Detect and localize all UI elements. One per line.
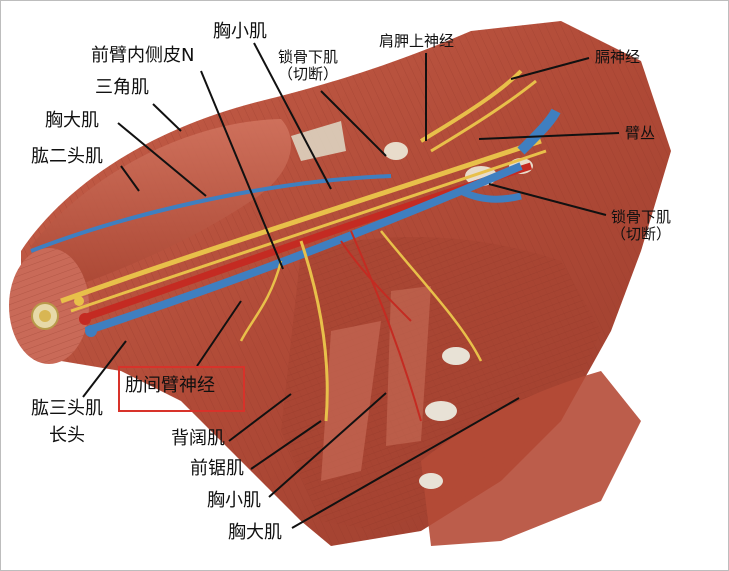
label-triceps-long-head-line2: 长头 [49, 424, 85, 446]
label-serratus-anterior: 前锯肌 [190, 458, 244, 479]
label-subclavius-right: 锁骨下肌 （切断） [611, 208, 672, 244]
leader-lines [82, 42, 620, 529]
leader-pectoralis-major-bottom [291, 397, 520, 529]
label-subclavius-right-line1: 锁骨下肌 [611, 208, 672, 226]
label-medial-antebrachial-cutaneous: 前臂内侧皮N [91, 45, 195, 66]
label-pectoralis-major-bottom: 胸大肌 [228, 522, 282, 543]
label-subclavius-top-line1: 锁骨下肌 [278, 48, 339, 66]
label-intercostobrachial-nerve: 肋间臂神经 [125, 375, 215, 396]
leader-deltoid [152, 103, 182, 132]
label-biceps: 肱二头肌 [31, 146, 103, 167]
leader-latissimus-dorsi [228, 393, 292, 442]
label-deltoid: 三角肌 [95, 77, 149, 98]
label-pectoralis-major-top: 胸大肌 [45, 110, 99, 131]
leader-serratus-anterior [250, 420, 322, 470]
leader-biceps [120, 165, 140, 192]
leader-medial-antebrachial-cutaneous [200, 70, 284, 270]
leader-subclavius-top [320, 90, 387, 157]
leader-phrenic-nerve [510, 57, 590, 80]
leader-pectoralis-minor-bottom [268, 392, 387, 498]
arm-cross-section [9, 248, 97, 364]
label-suprascapular-nerve: 肩胛上神经 [379, 32, 455, 50]
leader-pectoralis-major-top [117, 122, 207, 197]
leader-triceps-long-head [82, 340, 127, 398]
label-pectoralis-minor-top: 胸小肌 [213, 21, 267, 42]
leader-brachial-plexus [478, 132, 620, 140]
label-triceps-long-head-line1: 肱三头肌 [31, 398, 103, 419]
highlight-box [118, 366, 245, 412]
label-subclavius-right-line2: （切断） [611, 225, 672, 244]
label-pectoralis-minor-bottom: 胸小肌 [207, 490, 261, 511]
leader-subclavius-right [488, 183, 607, 216]
label-phrenic-nerve: 膈神经 [595, 48, 641, 66]
label-brachial-plexus: 臂丛 [625, 124, 656, 142]
leader-pectoralis-minor-top [253, 42, 332, 190]
label-subclavius-top: 锁骨下肌 （切断） [278, 48, 339, 84]
label-triceps-long-head: 肱三头肌 长头 [31, 398, 103, 446]
label-latissimus-dorsi: 背阔肌 [171, 428, 225, 449]
label-subclavius-top-line2: （切断） [278, 65, 339, 84]
leader-intercostobrachial [196, 300, 242, 367]
